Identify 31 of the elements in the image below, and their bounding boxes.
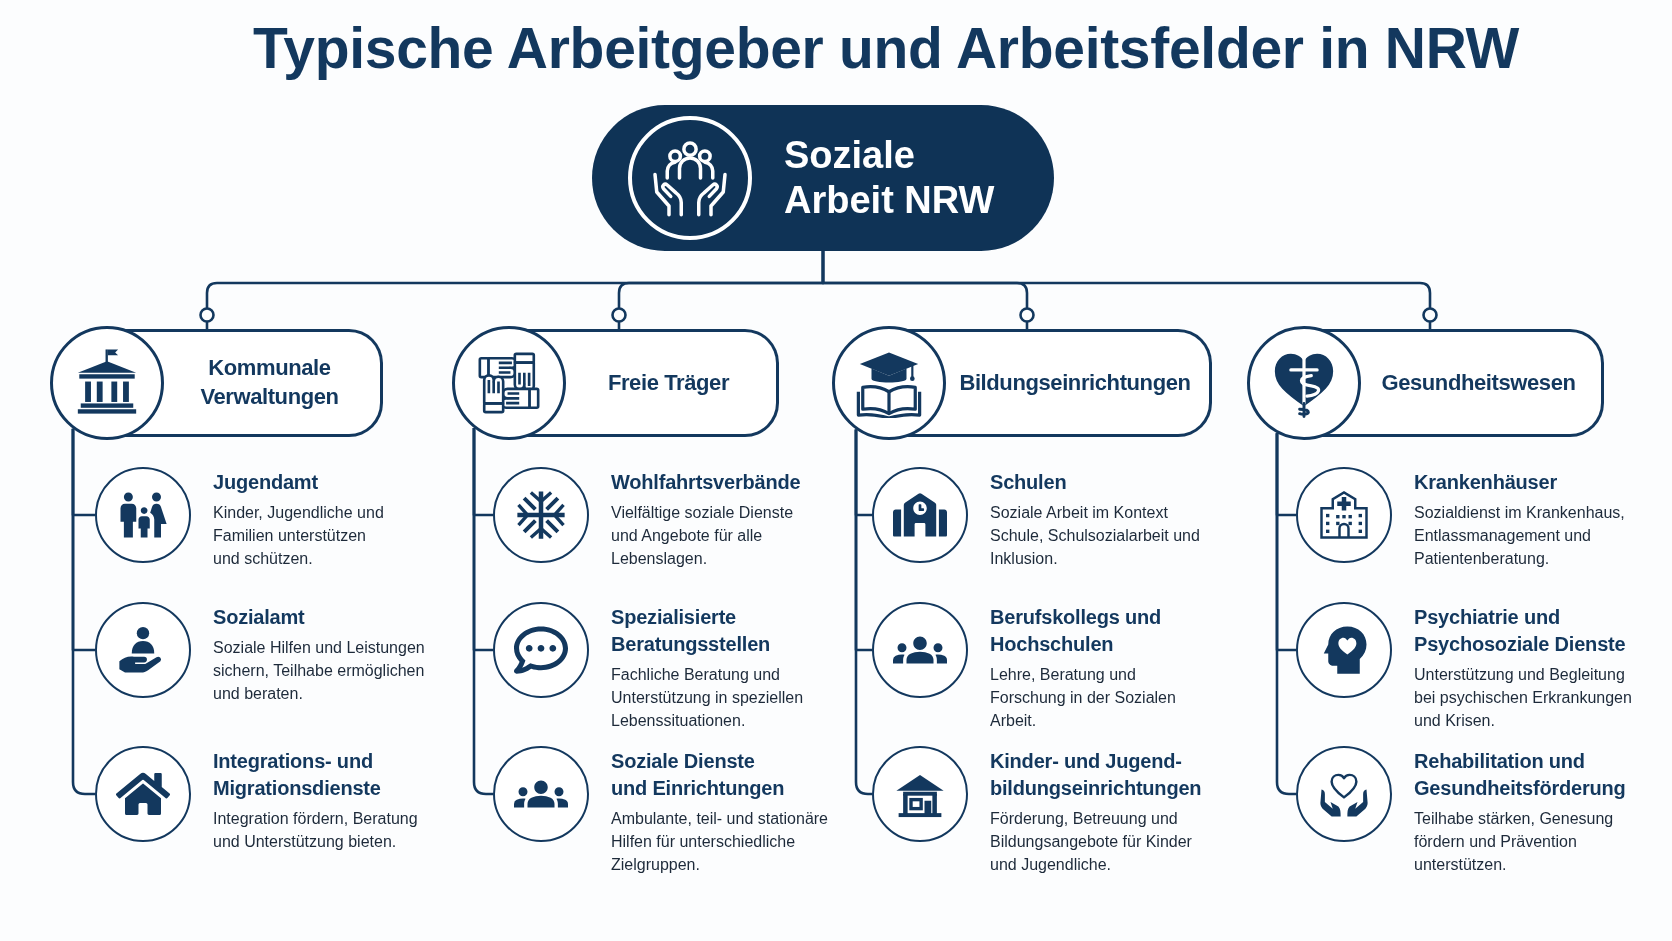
item-heading: Spezialisierte Beratungsstellen	[611, 605, 772, 657]
item-heading: Rehabilitation und Gesundheitsförderung	[1414, 749, 1627, 801]
connector-line	[821, 251, 1438, 329]
item-description: Ambulante, teil- und stationäre Hilfen für unterschiedliche Zielgruppen.	[611, 809, 829, 875]
item-description: Integration fördern, Beratung und Unterstützung bieten.	[213, 809, 419, 852]
item-description: Soziale Arbeit im Kontext Schule, Schulsozialarbeit und Inklusion.	[990, 503, 1201, 569]
item-heading: Soziale Dienste und Einrichtungen	[611, 749, 786, 801]
item-heading: Kinder- und Jugend- bildungseinrichtungen	[990, 749, 1203, 801]
item-heading: Sozialamt	[213, 605, 306, 630]
item-heading: Psychiatrie und Psychosoziale Dienste	[1414, 605, 1627, 657]
item-heading: Krankenhäuser	[1414, 470, 1558, 495]
central-topic-title: Soziale Arbeit NRW	[784, 133, 996, 223]
item-description: Lehre, Beratung und Forschung in der Sozialen Arbeit.	[990, 665, 1177, 731]
item-heading: Berufskollegs und Hochschulen	[990, 605, 1163, 657]
item-heading: Jugendamt	[213, 470, 319, 495]
item-description: Vielfältige soziale Dienste und Angebote für alle Lebenslagen.	[611, 503, 795, 569]
item-description: Soziale Hilfen und Leistungen sichern, Teilhabe ermöglichen und beraten.	[213, 638, 426, 704]
item-description: Fachliche Beratung und Unterstützung in speziellen Lebenssituationen.	[611, 665, 805, 731]
category-title: Freie Träger	[607, 368, 730, 397]
diagram-title: Typische Arbeitgeber und Arbeitsfelder in NRW	[252, 15, 1520, 82]
item-description: Förderung, Betreuung und Bildungsangebote für Kinder und Jugendliche.	[990, 809, 1193, 875]
category-title: Kommunale Verwaltungen	[199, 354, 340, 411]
item-description: Unterstützung und Begleitung bei psychischen Erkrankungen und Krisen.	[1414, 665, 1633, 731]
item-description: Sozialdienst im Krankenhaus, Entlassmanagement und Patientenberatung.	[1414, 503, 1626, 569]
item-description: Teilhabe stärken, Genesung fördern und Prävention unterstützen.	[1414, 809, 1615, 875]
item-description: Kinder, Jugendliche und Familien unterstützen und schützen.	[213, 503, 385, 569]
item-heading: Integrations- und Migrationsdienste	[213, 749, 382, 801]
category-title: Bildungseinrichtungen	[959, 368, 1191, 397]
category-title: Gesundheitswesen	[1381, 368, 1576, 397]
item-heading: Wohlfahrtsverbände	[611, 470, 802, 495]
item-heading: Schulen	[990, 470, 1068, 495]
